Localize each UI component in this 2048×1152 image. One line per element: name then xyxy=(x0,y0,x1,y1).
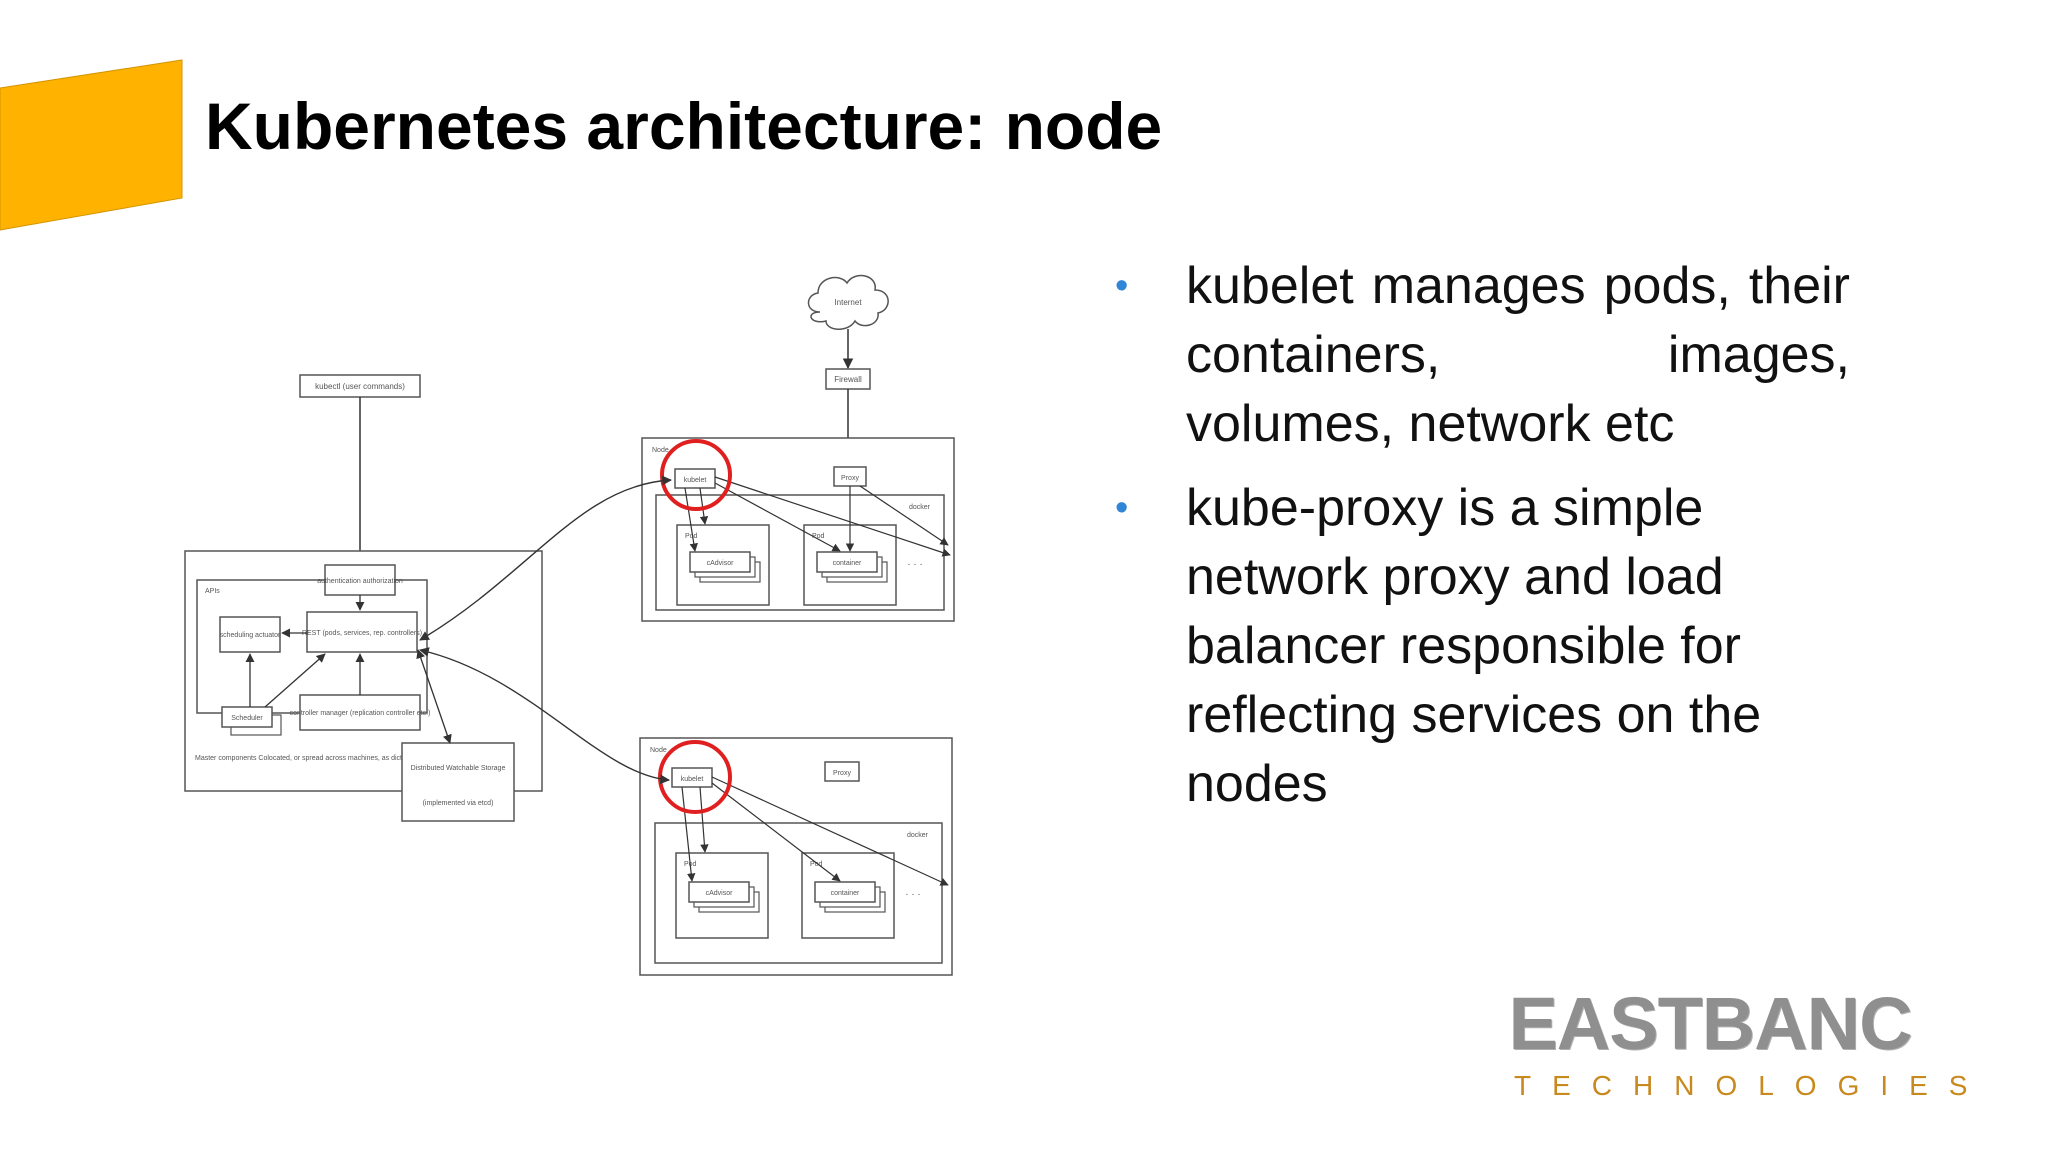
svg-text:Pod: Pod xyxy=(685,533,698,540)
bullet-item: • kubelet manages pods, their containers… xyxy=(1110,252,1850,459)
node-1-label: Node xyxy=(652,447,669,454)
bullet-text: kubelet manages pods, their containers, … xyxy=(1186,257,1850,453)
svg-text:cAdvisor: cAdvisor xyxy=(707,560,735,567)
bullet-text: kube-proxy is a simple network proxy and… xyxy=(1186,479,1762,813)
master-caption: Master components Colocated, or spread a… xyxy=(195,755,464,762)
rest-label: REST (pods, services, rep. controllers) xyxy=(302,630,422,637)
node-2-docker-label: docker xyxy=(907,832,929,839)
authn-label: authentication authorization xyxy=(317,578,403,585)
node-1-kubelet-highlight xyxy=(660,439,732,511)
storage-label: Distributed Watchable Storage xyxy=(411,765,506,772)
svg-text:Pod: Pod xyxy=(812,533,825,540)
bullet-dot: • xyxy=(1115,487,1129,529)
firewall-label: Firewall xyxy=(834,375,862,384)
controller-manager-label: controller manager (replication controll… xyxy=(290,710,431,717)
eastbanc-logo: EASTBANC TECHNOLOGIES xyxy=(1490,982,1989,1103)
node-1-proxy-label: Proxy xyxy=(841,475,859,482)
node-2-proxy-label: Proxy xyxy=(833,770,851,777)
scheduling-label: scheduling actuator xyxy=(220,632,281,639)
scheduling-box xyxy=(219,616,281,653)
storage-box xyxy=(401,742,515,822)
node-1: Node kubelet Proxy docker Pod cAdvisor P… xyxy=(641,437,955,622)
svg-text:· · ·: · · · xyxy=(905,889,921,900)
node-2-proxy-box xyxy=(824,761,860,782)
node-2: Node kubelet Proxy docker Pod cAdvisor P… xyxy=(639,737,953,976)
kubernetes-architecture-diagram: Internet Firewall kubectl (user commands… xyxy=(184,274,955,976)
svg-text:· · ·: · · · xyxy=(907,559,923,570)
scheduler-label: Scheduler xyxy=(231,715,263,722)
internet-label: Internet xyxy=(834,298,862,307)
node-1-kubelet-box xyxy=(674,468,716,489)
node-1-kubelet-label: kubelet xyxy=(684,477,707,484)
svg-text:container: container xyxy=(831,890,860,897)
internet-cloud: Internet xyxy=(807,274,889,330)
svg-text:cAdvisor: cAdvisor xyxy=(706,890,734,897)
node-2-kubelet-label: kubelet xyxy=(681,776,704,783)
slide-title: Kubernetes architecture: node xyxy=(205,89,1163,163)
bullet-dot: • xyxy=(1115,265,1129,307)
controller-manager-box xyxy=(299,694,421,731)
svg-text:container: container xyxy=(833,560,862,567)
logo-name: EASTBANC xyxy=(1508,982,1912,1065)
apis-label: APIs xyxy=(205,588,220,595)
bullet-list: • kubelet manages pods, their containers… xyxy=(1110,252,1850,834)
logo-subtitle: TECHNOLOGIES xyxy=(1514,1070,1989,1101)
bullet-item: • kube-proxy is a simple network proxy a… xyxy=(1110,474,1850,819)
rest-box xyxy=(306,611,418,653)
node-2-label: Node xyxy=(650,747,667,754)
svg-text:Pod: Pod xyxy=(810,861,823,868)
title-accent-shape xyxy=(0,59,183,231)
kubectl-label: kubectl (user commands) xyxy=(315,382,405,391)
node-1-docker-label: docker xyxy=(909,504,931,511)
scheduler-box xyxy=(221,706,273,728)
storage-impl-label: (implemented via etcd) xyxy=(423,800,494,807)
